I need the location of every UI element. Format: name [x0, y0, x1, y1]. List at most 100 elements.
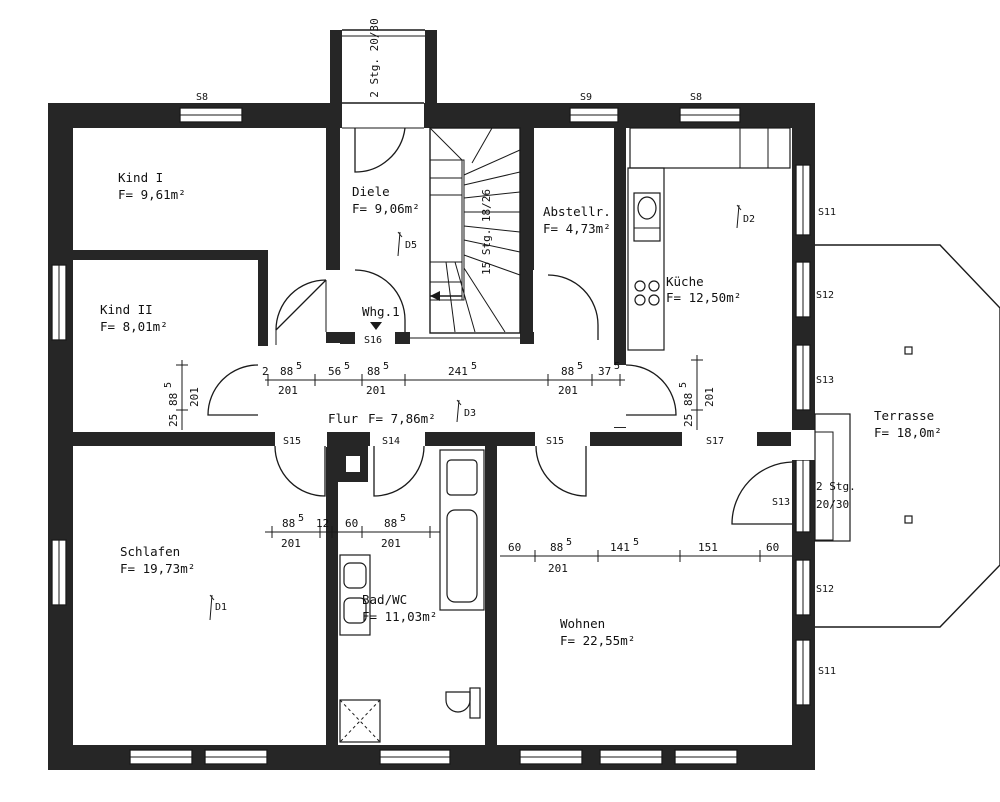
ceiling-d1: D1	[215, 602, 227, 613]
dim-schlafen-6: 201	[281, 537, 301, 550]
window-tag-s13a: S13	[816, 375, 834, 386]
dim-wohnen-1: 88	[550, 541, 563, 554]
dim-kind-2: 5	[163, 382, 174, 388]
window-tag-s11b: S11	[818, 666, 836, 677]
bad-name: Bad/WC	[362, 592, 407, 607]
window-tag-s11a: S11	[818, 207, 836, 218]
dim-schlafen-5: 5	[400, 513, 406, 524]
wohnen-area: F= 22,55m²	[560, 633, 635, 648]
door-openings	[257, 102, 816, 460]
ceiling-d2: D2	[743, 214, 755, 225]
wohnen-name: Wohnen	[560, 616, 605, 631]
door-swings	[207, 127, 793, 525]
top-stair-label: 2 Stg. 20/30	[368, 18, 381, 97]
kind1-area: F= 9,61m²	[118, 187, 186, 202]
dim-flur-0: 2	[262, 365, 269, 378]
dim-flur-11: 88	[561, 365, 574, 378]
ceiling-d2-icon	[736, 204, 742, 229]
dim-flur-15: 5	[614, 361, 620, 372]
schlafen-name: Schlafen	[120, 544, 180, 559]
main-staircase: 15 Stg. 18/26	[429, 127, 521, 334]
window-tag-s9: S9	[580, 92, 592, 103]
ceiling-d3: D3	[464, 408, 476, 419]
bathroom-fixtures	[339, 449, 485, 743]
ceiling-d1-icon	[209, 594, 215, 621]
dim-flur-12: 5	[577, 361, 583, 372]
window-tag-s8a: S8	[196, 92, 208, 103]
dim-flur-14: 37	[598, 365, 611, 378]
dim-flur-5: 5	[344, 361, 350, 372]
flur-name: Flur	[328, 411, 359, 426]
window-tag-s12b: S12	[816, 584, 834, 595]
ceiling-markers: D1 D2 D3 D5	[209, 204, 755, 621]
kueche-name: Küche	[666, 274, 704, 289]
dim-flur-3: 201	[278, 384, 298, 397]
abstell-area: F= 4,73m²	[543, 221, 611, 236]
dim-schlafen-3: 60	[345, 517, 358, 530]
terrace-stairs-line2: 20/30	[816, 498, 849, 511]
kueche-area: F= 12,50m²	[666, 290, 741, 305]
window-tag-s15b: S15	[546, 436, 564, 447]
dim-wohnen-5: 5	[633, 537, 639, 548]
dim-kueche-3: 201	[703, 387, 716, 407]
dim-schlafen-7: 201	[381, 537, 401, 550]
dim-schlafen-0: 88	[282, 517, 295, 530]
diele-area: F= 9,06m²	[352, 201, 420, 216]
ceiling-d5: D5	[405, 240, 417, 251]
terrasse-name: Terrasse	[874, 408, 934, 423]
top-stair-landing: 2 Stg. 20/30	[330, 18, 437, 105]
window-tag-s14: S14	[382, 436, 400, 447]
dim-flur-7: 5	[383, 361, 389, 372]
dim-wohnen-3: 201	[548, 562, 568, 575]
window-tag-s17: S17	[706, 436, 724, 447]
dim-wohnen-4: 141	[610, 541, 630, 554]
dim-flur-4: 56	[328, 365, 341, 378]
window-tag-s15a: S15	[283, 436, 301, 447]
dim-kueche-0: 25	[682, 414, 695, 427]
dim-flur-9: 241	[448, 365, 468, 378]
dim-flur-6: 88	[367, 365, 380, 378]
schlafen-area: F= 19,73m²	[120, 561, 195, 576]
dim-kueche-1: 88	[682, 393, 695, 406]
flur-area: F= 7,86m²	[368, 411, 436, 426]
window-tags: S8 S9 S8 S11 S12 S13 S12 S11 S16 S15 S14…	[196, 92, 836, 677]
dim-flur-1: 88	[280, 365, 293, 378]
window-tag-s13b: S13	[772, 497, 790, 508]
dim-flur-13: 201	[558, 384, 578, 397]
dim-kind-0: 25	[167, 414, 180, 427]
dimension-text: 2 88 5 201 56 5 88 5 201 241 5 88 5 201 …	[163, 361, 779, 575]
dim-schlafen-2: 12	[316, 517, 329, 530]
bad-area: F= 11,03m²	[362, 609, 437, 624]
kind2-area: F= 8,01m²	[100, 319, 168, 334]
kind2-name: Kind II	[100, 302, 153, 317]
staircase-label: 15 Stg. 18/26	[480, 189, 493, 275]
ceiling-d5-icon	[397, 231, 403, 257]
terrace-stairs-line1: 2 Stg.	[816, 480, 856, 493]
dim-kueche-2: 5	[678, 382, 689, 388]
dim-flur-2: 5	[296, 361, 302, 372]
abstell-name: Abstellr.	[543, 204, 611, 219]
dim-wohnen-0: 60	[508, 541, 521, 554]
dimension-lines	[176, 355, 792, 562]
dim-kind-1: 88	[167, 393, 180, 406]
dim-kind-3: 201	[188, 387, 201, 407]
kind1-name: Kind I	[118, 170, 163, 185]
ceiling-d3-icon	[456, 399, 462, 423]
dim-schlafen-4: 88	[384, 517, 397, 530]
windows	[51, 107, 811, 765]
kitchen-fixtures	[627, 127, 791, 351]
dim-wohnen-7: 60	[766, 541, 779, 554]
entry-marker-icon	[370, 322, 382, 330]
dim-schlafen-1: 5	[298, 513, 304, 524]
entry-label: Whg.1	[362, 304, 400, 319]
terrace	[814, 244, 1000, 628]
window-tag-s12a: S12	[816, 290, 834, 301]
terrasse-area: F= 18,0m²	[874, 425, 942, 440]
dim-flur-8: 201	[366, 384, 386, 397]
dim-wohnen-2: 5	[566, 537, 572, 548]
dim-flur-10: 5	[471, 361, 477, 372]
dim-wohnen-6: 151	[698, 541, 718, 554]
room-labels: Kind I F= 9,61m² Kind II F= 8,01m² Diele…	[100, 170, 942, 648]
window-tag-s8b: S8	[690, 92, 702, 103]
